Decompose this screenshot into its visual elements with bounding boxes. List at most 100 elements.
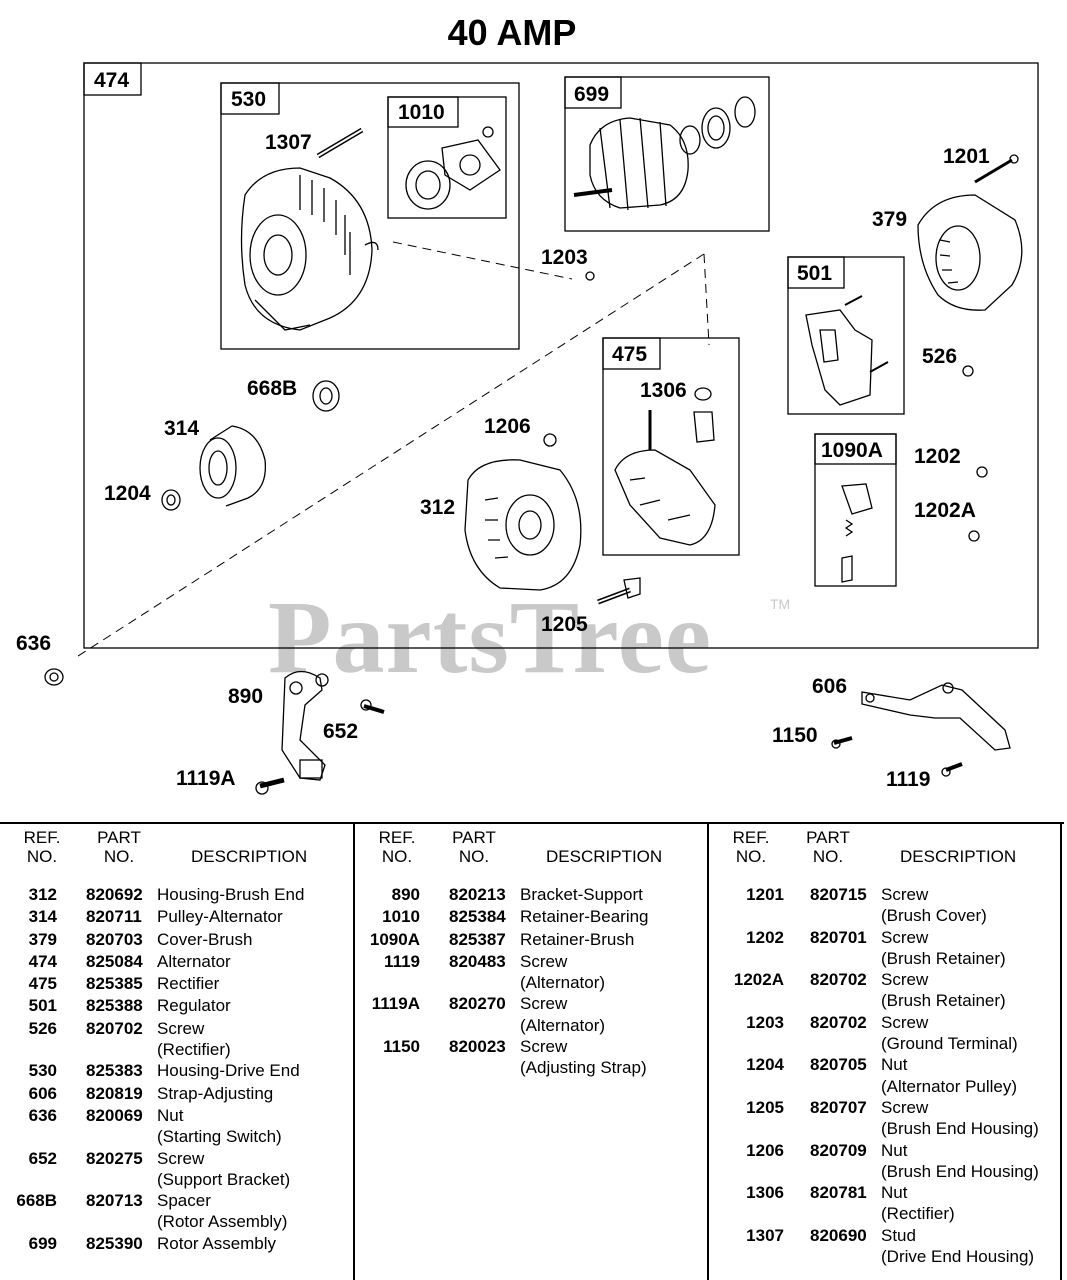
callout-668b: 668B (247, 377, 297, 400)
part-no: 820703 (86, 929, 143, 949)
header-part-line1: PART (806, 828, 850, 847)
callout-1306: 1306 (640, 379, 687, 402)
box-699-label-frame (564, 76, 622, 109)
description: Nut(Alternator Pulley) (881, 1054, 1060, 1097)
description-line: Alternator (157, 951, 231, 971)
spacer-668b-icon (312, 380, 340, 412)
callout-379: 379 (872, 208, 907, 231)
part-no: 820713 (86, 1191, 143, 1211)
adjusting-strap-606-icon (861, 682, 1011, 751)
description: Screw(Brush Retainer) (881, 927, 1060, 970)
ref-no: 1202 (746, 927, 784, 947)
description: Rotor Assembly (157, 1233, 353, 1254)
description-line: Screw (881, 1097, 929, 1117)
part-no: 820690 (810, 1225, 867, 1245)
description-line: Bracket-Support (520, 885, 643, 904)
ref-no: 1206 (746, 1140, 784, 1160)
callout-314: 314 (164, 417, 199, 440)
ref-no: 1307 (746, 1225, 784, 1245)
box-501-frame (787, 256, 905, 415)
part-no: 820692 (86, 885, 143, 904)
part-no: 820702 (810, 970, 867, 990)
description-line: (Starting Switch) (157, 1127, 282, 1147)
box-475-label: 475 (612, 343, 647, 366)
part-no: 820711 (86, 907, 142, 927)
callout-1205: 1205 (541, 613, 588, 636)
header-ref: REF. NO. (731, 828, 771, 866)
pulley-314-icon (199, 425, 267, 507)
description: Screw(Ground Terminal) (881, 1012, 1060, 1055)
ref-no: 699 (28, 1233, 57, 1253)
description-line: Screw (520, 994, 568, 1014)
description: Bracket-Support (520, 884, 707, 905)
ref-no: 1090A (369, 929, 420, 949)
header-part-line2: NO. (458, 847, 490, 866)
description: Screw(Brush Cover) (881, 884, 1060, 927)
nut-1204-icon (161, 489, 181, 511)
box-530-frame (220, 82, 520, 350)
ref-no: 474 (28, 951, 57, 971)
rotor-assembly-699-icon (573, 96, 756, 211)
ref-no: 1201 (746, 885, 784, 904)
part-no: 825385 (86, 974, 143, 994)
description: Nut(Brush End Housing) (881, 1140, 1060, 1183)
description-line: Regulator (157, 996, 231, 1016)
description-line: (Alternator) (520, 1015, 606, 1035)
header-part-line2: NO. (103, 847, 135, 866)
box-530-label: 530 (231, 88, 266, 111)
description: Housing-Drive End (157, 1060, 353, 1081)
header-ref-line1: REF. (23, 828, 61, 847)
box-474-label: 474 (94, 69, 129, 92)
description-line: (Alternator Pulley) (881, 1076, 1018, 1096)
box-1010-label: 1010 (398, 101, 445, 124)
part-no: 825383 (86, 1061, 143, 1081)
description-line: (Alternator) (520, 973, 606, 993)
description-line: Screw (881, 1012, 929, 1032)
ref-no: 314 (28, 907, 57, 927)
table-row: 501 825388 Regulator (0, 995, 353, 1016)
header-ref-line1: REF. (732, 828, 770, 847)
callout-606: 606 (812, 675, 847, 698)
description-line: Screw (157, 1148, 205, 1168)
description-line: (Brush End Housing) (881, 1161, 1039, 1181)
ref-no: 379 (28, 929, 57, 949)
ref-no: 1010 (382, 907, 420, 927)
part-no: 825388 (86, 996, 143, 1016)
ref-no: 501 (28, 996, 57, 1016)
screw-1202-icon (976, 466, 988, 478)
part-no: 820069 (86, 1105, 143, 1125)
exploded-parts-diagram: 474 530 1010 699 501 475 1090A (16, 62, 1039, 795)
callout-1206: 1206 (484, 415, 531, 438)
screw-1203-icon (585, 271, 595, 281)
description-line: Screw (520, 951, 568, 971)
screw-1202a-icon (968, 530, 980, 542)
description-line: Strap-Adjusting (157, 1083, 274, 1103)
description-line: Nut (881, 1140, 908, 1160)
table-row: 474 825084 Alternator (0, 951, 353, 972)
part-no: 820270 (449, 994, 506, 1014)
description-line: (Rotor Assembly) (157, 1212, 288, 1232)
description-line: Screw (520, 1037, 568, 1057)
screw-1119a-icon (255, 777, 285, 795)
screw-1119-icon (941, 762, 963, 777)
bolt-1205-icon (597, 577, 641, 605)
part-no: 820213 (449, 885, 506, 904)
part-no: 820705 (810, 1055, 867, 1075)
callout-1307: 1307 (265, 131, 312, 154)
ref-no: 1119 (384, 951, 420, 971)
description-line: Rectifier (157, 974, 220, 994)
description-line: (Drive End Housing) (881, 1247, 1035, 1267)
description-line: (Brush Retainer) (881, 991, 1006, 1011)
part-no: 825084 (86, 951, 143, 971)
description: Nut(Starting Switch) (157, 1105, 353, 1148)
